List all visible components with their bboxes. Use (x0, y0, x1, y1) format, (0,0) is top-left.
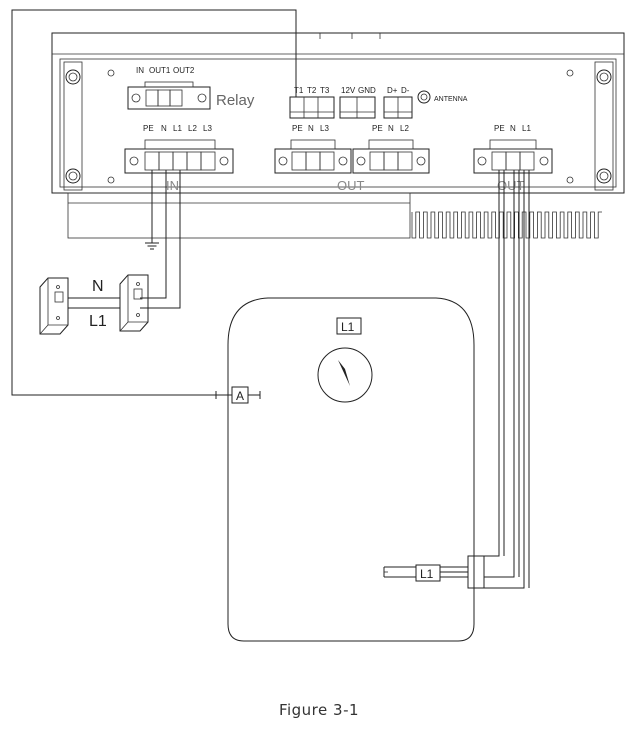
mounting-screw-icon (63, 61, 614, 191)
output-terminal-l2: PE N L2 (352, 124, 430, 174)
current-sensor-label: A (236, 389, 244, 403)
sensor-label-t1: T1 (294, 86, 304, 95)
in-label-pe: PE (143, 124, 154, 133)
heater-label: L1 (420, 567, 434, 581)
relay-label-out2: OUT2 (173, 66, 195, 75)
power-label-gnd: GND (358, 86, 376, 95)
sensor-label-t2: T2 (307, 86, 317, 95)
relay-connector: IN OUT1 OUT2 Relay (127, 66, 255, 110)
in-label-l1: L1 (173, 124, 182, 133)
tank-phase-label: L1 (341, 320, 355, 334)
out2-label-pe: PE (372, 124, 383, 133)
out2-label-l2: L2 (400, 124, 409, 133)
breaker-icon (39, 274, 149, 335)
in-label-n: N (161, 124, 167, 133)
breaker-n-label: N (92, 278, 104, 295)
water-tank: L1 A L1 (215, 297, 485, 642)
output-label-middle: OUT (337, 178, 365, 193)
antenna-icon (417, 90, 431, 104)
ground-icon (145, 242, 159, 250)
input-label: IN (166, 178, 179, 193)
output-label-right: OUT (497, 178, 525, 193)
heat-sink (411, 211, 602, 239)
relay-label-in: IN (136, 66, 144, 75)
input-terminal: PE N L1 L2 L3 (124, 124, 234, 174)
sensor-label-t3: T3 (320, 86, 330, 95)
out3-label-l1: L1 (522, 124, 531, 133)
data-connector: D+ D- (383, 86, 413, 119)
figure-caption: Figure 3-1 (278, 701, 360, 719)
controller-unit: IN OUT1 OUT2 Relay T1 T2 T3 12V GND (51, 32, 625, 239)
output-terminal-l1: PE N L1 (473, 124, 553, 174)
power-connector: 12V GND (339, 86, 376, 119)
out2-label-n: N (388, 124, 394, 133)
power-label-12v: 12V (341, 86, 356, 95)
breaker-l1-label: L1 (89, 313, 107, 330)
antenna-label: ANTENNA (434, 96, 468, 103)
gauge-icon (317, 347, 373, 403)
data-label-dminus: D- (401, 86, 410, 95)
heating-element: L1 (383, 555, 485, 589)
relay-title: Relay (216, 92, 255, 109)
sensor-connector: T1 T2 T3 (289, 86, 335, 119)
out1-label-n: N (308, 124, 314, 133)
in-label-l3: L3 (203, 124, 212, 133)
output-terminal-l3: PE N L3 (274, 124, 352, 174)
wires (11, 9, 530, 589)
in-label-l2: L2 (188, 124, 197, 133)
out3-label-n: N (510, 124, 516, 133)
data-label-dplus: D+ (387, 86, 398, 95)
out3-label-pe: PE (494, 124, 505, 133)
out1-label-pe: PE (292, 124, 303, 133)
current-sensor: A (215, 386, 261, 404)
out1-label-l3: L3 (320, 124, 329, 133)
relay-label-out1: OUT1 (149, 66, 171, 75)
